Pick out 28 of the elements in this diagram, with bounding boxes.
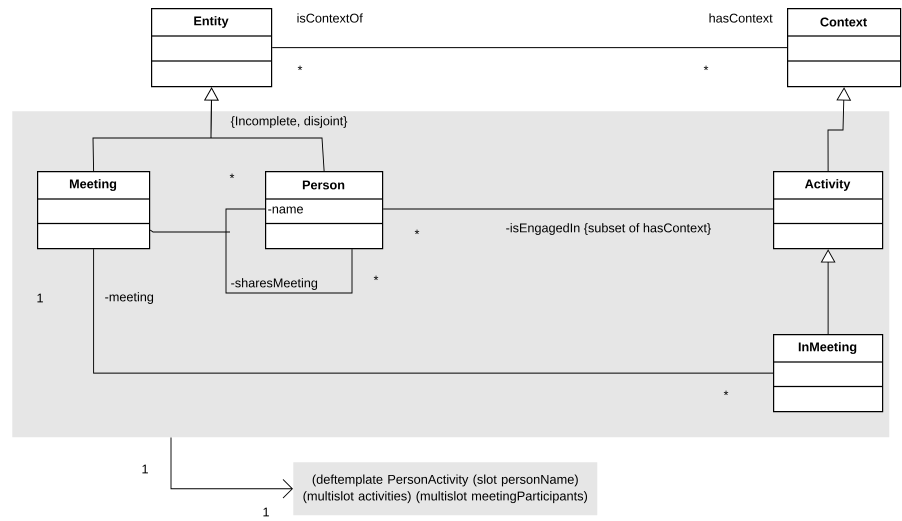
association-line <box>93 248 774 374</box>
multiplicity-label: 1 <box>142 464 148 474</box>
multiplicity-label: 1 <box>263 508 269 516</box>
constraint-label: {Incomplete, disjoint} <box>230 116 348 128</box>
multiplicity-label: * <box>230 174 234 178</box>
association-line <box>382 208 774 210</box>
class-box: Entity <box>151 8 272 88</box>
edge-label: -sharesMeeting <box>229 276 320 292</box>
class-box: Activity <box>773 171 884 250</box>
class-box: Context <box>787 8 902 88</box>
role-name: isContextOf <box>297 13 363 23</box>
edge-label: -meeting <box>103 290 156 306</box>
class-box: InMeeting <box>773 334 884 412</box>
note-box: (deftemplate PersonActivity (slot personName) (multislot activities) (multislot meetingParticipants) <box>293 462 598 516</box>
multiplicity-label: * <box>414 230 420 234</box>
association-line <box>170 437 293 499</box>
association-line <box>272 47 788 48</box>
multiplicity-label: * <box>298 66 302 70</box>
multiplicity-label: * <box>724 390 728 396</box>
edge-label: -isEngagedIn {subset of hasContext} <box>504 222 713 236</box>
class-box: Person -name <box>265 171 384 250</box>
multiplicity-label: 1 <box>37 294 43 302</box>
association-line <box>226 208 352 294</box>
multiplicity-label: * <box>374 276 378 280</box>
association-line <box>150 230 230 232</box>
multiplicity-label: * <box>704 66 708 70</box>
role-name: hasContext <box>710 13 773 23</box>
class-box: Meeting <box>37 171 150 250</box>
